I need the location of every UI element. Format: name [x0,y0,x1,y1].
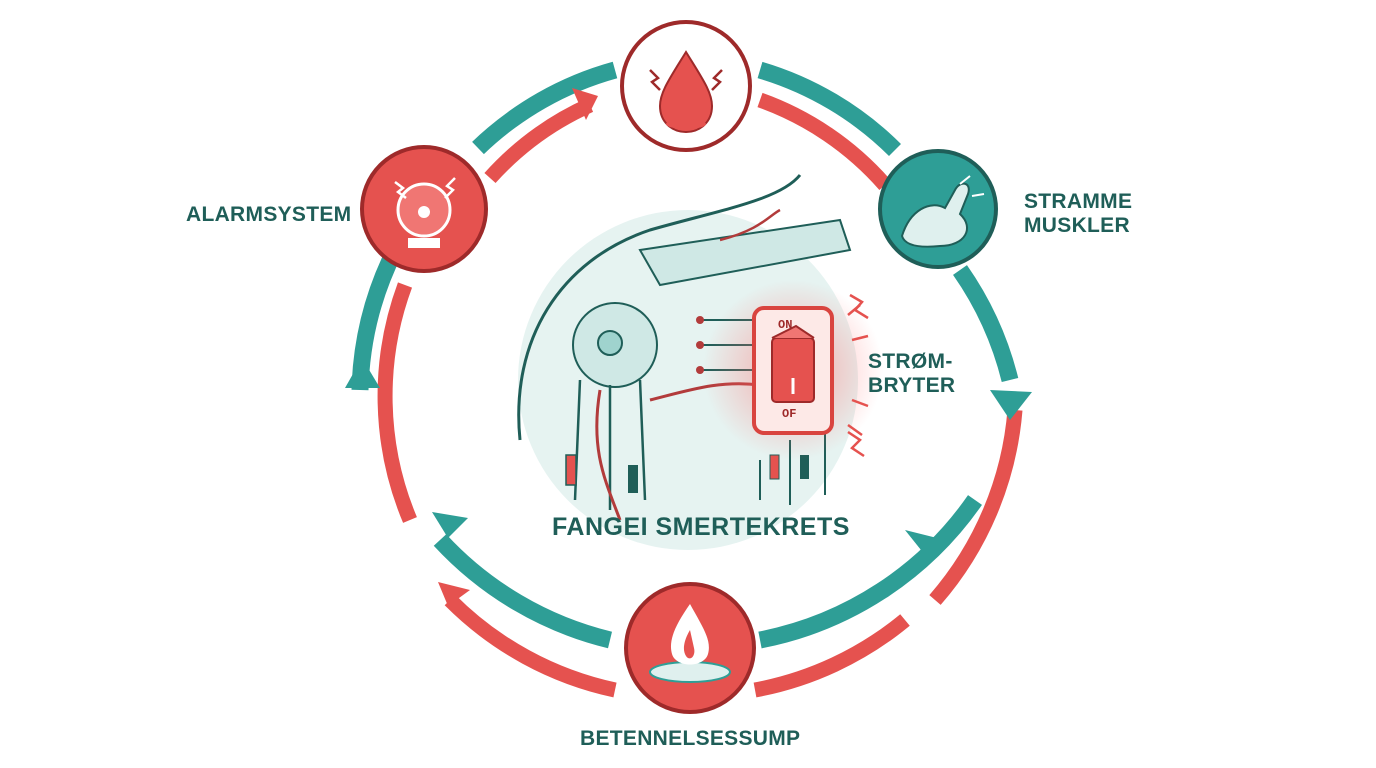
arrow-heads [345,88,1032,606]
blood-drop-icon [658,50,714,134]
arc-teal-bottom-right [758,495,982,649]
label-center: FANGEI SMERTEKRETS [552,513,850,541]
node-right [878,149,998,269]
arc-teal-bottom-left [433,534,613,649]
arc-red-top-left [484,98,594,184]
arc-teal-top-left [472,61,618,155]
switch-off-label: OF [782,407,797,421]
arrow-teal-left-low [432,512,468,538]
arc-red-top-right [757,92,891,190]
node-left [360,145,488,273]
arc-teal-top-right [757,61,901,157]
label-muscles-line2: MUSKLER [1024,214,1130,238]
arc-red-bottom-right [753,614,910,698]
arc-red-right [929,409,1023,605]
arrow-red-top [572,88,598,120]
label-muscles-line1: STRAMME [1024,190,1133,213]
arc-red-bottom-left [444,594,617,698]
label-switch-line1: STRØM- [868,350,953,373]
power-switch-icon [703,280,883,460]
node-bottom [624,582,756,714]
label-switch: STRØM- BRYTER [868,350,955,398]
label-inflammation: BETENNELSESSUMP [580,727,801,750]
arrow-teal-bottom-right [905,530,945,555]
flexed-arm-icon [900,182,970,248]
arrow-teal-left-up [345,358,380,388]
label-muscles: STRAMME MUSKLER [1024,190,1132,238]
node-top [620,20,752,152]
arrow-teal-right-down [990,390,1032,420]
arc-teal-right [953,265,1019,383]
label-switch-line2: BRYTER [868,374,956,398]
label-alarm: ALARMSYSTEM [186,203,352,226]
arrow-red-left-low [438,582,470,606]
arc-red-left [377,282,417,523]
switch-on-label: ON [778,318,793,332]
